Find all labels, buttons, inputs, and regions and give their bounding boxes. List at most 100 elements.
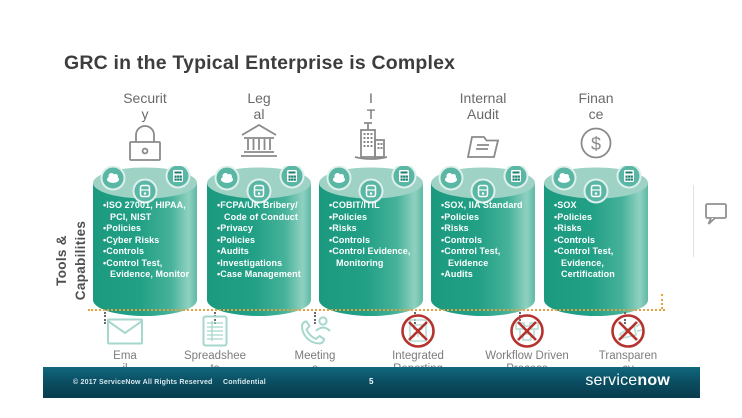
bottom-item-label: Meeting <box>294 350 336 362</box>
calculator-icon <box>503 166 529 189</box>
capability-list: SOX, IIA StandardPoliciesRisksControlsCo… <box>441 200 532 281</box>
server-icon <box>132 178 158 204</box>
bottom-item-label: Ema <box>113 350 137 362</box>
bullet-item: SOX <box>554 200 645 212</box>
bullet-item: Audits <box>441 269 532 281</box>
connector-stub <box>214 312 216 324</box>
column-label: Finan <box>578 90 614 106</box>
workflow-icon crossed-out-icon <box>472 314 582 348</box>
bottom-item-email: Ema il <box>70 314 180 376</box>
cloud-icon <box>326 166 352 191</box>
capability-list: SOXPoliciesRisksControlsControl Test, Ev… <box>554 200 645 281</box>
bullet-item: Control Test, Evidence, Monitor <box>103 258 194 281</box>
tools-label-line1: Tools & <box>54 235 69 286</box>
cylinder-finance: SOXPoliciesRisksControlsControl Test, Ev… <box>543 166 649 318</box>
column-it: I T <box>315 90 427 318</box>
bullet-item: Case Management <box>217 269 308 281</box>
connector-stub <box>104 312 106 324</box>
cylinder-it: COBIT/ITILPoliciesRisksControlsControl E… <box>318 166 424 318</box>
bullet-item: SOX, IIA Standard <box>441 200 532 212</box>
page-title: GRC in the Typical Enterprise is Complex <box>64 52 456 74</box>
folder-icon <box>427 116 539 164</box>
cloud-icon <box>551 166 577 191</box>
svg-text:$: $ <box>591 134 601 154</box>
column-internal-audit: Internal Audit SOX, IIA StandardPolicies… <box>427 90 539 318</box>
column-label: Securit <box>123 90 167 106</box>
bullet-item: COBIT/ITIL <box>329 200 420 212</box>
server-icon <box>583 178 609 204</box>
bullet-item: Controls <box>554 235 645 247</box>
bottom-item-label: Integrated <box>392 350 444 362</box>
column-finance: Finan ce $ SOXPoliciesRisksControlsContr… <box>540 90 652 318</box>
connector-stub <box>624 312 626 324</box>
column-label: Internal <box>459 90 507 106</box>
report-icon crossed-out-icon <box>363 314 473 348</box>
footer-bar: © 2017 ServiceNow All Rights Reserved Co… <box>43 367 700 398</box>
column-legal: Leg al FCPA/UK Bribery/ Code of ConductP… <box>203 90 315 318</box>
comment-bubble-icon[interactable] <box>704 202 730 232</box>
connector-stub <box>314 312 316 324</box>
bullet-item: Cyber Risks <box>103 235 194 247</box>
calculator-icon <box>279 166 305 189</box>
bullet-item: Controls <box>103 246 194 258</box>
bullet-item: Control Evidence, Monitoring <box>329 246 420 269</box>
column-label: Leg <box>247 90 271 106</box>
padlock-icon <box>89 116 201 164</box>
servicenow-logo: servicenow <box>585 372 670 390</box>
bullet-item: Policies <box>329 212 420 224</box>
bottom-item-label: Spreadshee <box>183 350 247 362</box>
cylinder-internal-audit: SOX, IIA StandardPoliciesRisksControlsCo… <box>430 166 536 318</box>
meeting-icon <box>260 314 370 348</box>
bullet-item: Controls <box>329 235 420 247</box>
bullet-item: Risks <box>329 223 420 235</box>
bullet-item: Audits <box>217 246 308 258</box>
copyright-text: © 2017 ServiceNow All Rights Reserved <box>73 379 213 386</box>
transparency-icon crossed-out-icon <box>573 314 683 348</box>
column-label-wrap: al <box>253 106 265 122</box>
column-label-wrap: Audit <box>467 106 499 122</box>
column-security: Securit y ISO 27001, HIPAA, PCI, NISTPol… <box>89 90 201 318</box>
comment-anchor-line <box>693 185 694 257</box>
logo-now: now <box>637 372 670 389</box>
connector-stub <box>414 312 416 324</box>
page-number: 5 <box>369 377 374 386</box>
bullet-item: Control Test, Evidence <box>441 246 532 269</box>
cloud-icon <box>100 166 126 191</box>
connector-up-stub <box>661 294 663 309</box>
bottom-item-label: Workflow Driven <box>485 350 569 362</box>
bullet-item: ISO 27001, HIPAA, PCI, NIST <box>103 200 194 223</box>
bullet-item: Risks <box>554 223 645 235</box>
cloud-icon <box>214 166 240 191</box>
office-building-icon <box>315 116 427 164</box>
confidential-text: Confidential <box>223 379 266 386</box>
bottom-item-label: Transparen <box>598 350 658 362</box>
capability-list: ISO 27001, HIPAA, PCI, NISTPoliciesCyber… <box>103 200 194 281</box>
column-label-wrap: y <box>141 106 149 122</box>
capability-list: FCPA/UK Bribery/ Code of ConductPrivacyP… <box>217 200 308 281</box>
courthouse-icon <box>203 116 315 164</box>
calculator-icon <box>165 166 191 189</box>
bullet-item: Risks <box>441 223 532 235</box>
bullet-item: Investigations <box>217 258 308 270</box>
dotted-connector-line <box>88 309 665 311</box>
dollar-coin-icon: $ <box>540 116 652 164</box>
bullet-item: Policies <box>103 223 194 235</box>
column-label: I <box>369 90 373 106</box>
cloud-icon <box>438 166 464 191</box>
calculator-icon <box>616 166 642 189</box>
column-label-wrap: ce <box>588 106 604 122</box>
bullet-item: Policies <box>554 212 645 224</box>
calculator-icon <box>391 166 417 189</box>
column-label-wrap: T <box>366 106 376 122</box>
bullet-item: Control Test, Evidence, Certification <box>554 246 645 281</box>
bullet-item: Policies <box>217 235 308 247</box>
bullet-item: FCPA/UK Bribery/ Code of Conduct <box>217 200 308 223</box>
email-icon <box>70 314 180 348</box>
bullet-item: Policies <box>441 212 532 224</box>
logo-service: service <box>585 372 638 389</box>
spreadsheet-icon <box>160 314 270 348</box>
bullet-item: Privacy <box>217 223 308 235</box>
cylinder-security: ISO 27001, HIPAA, PCI, NISTPoliciesCyber… <box>92 166 198 318</box>
capability-list: COBIT/ITILPoliciesRisksControlsControl E… <box>329 200 420 269</box>
